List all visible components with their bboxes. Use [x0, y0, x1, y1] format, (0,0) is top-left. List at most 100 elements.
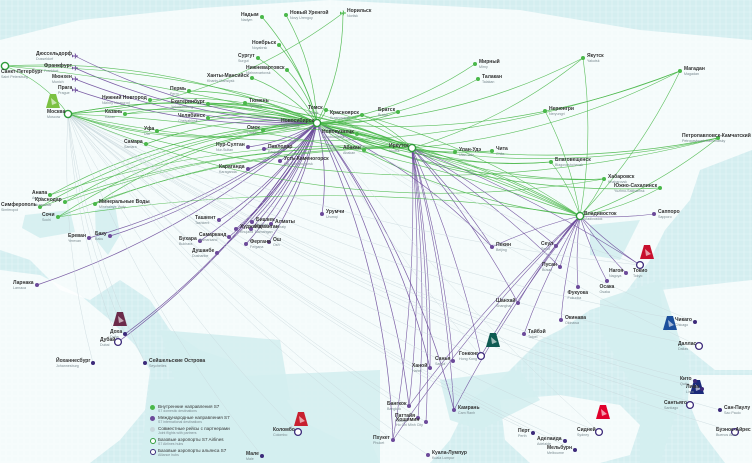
city-marker-kamran[interactable] [452, 408, 456, 412]
city-marker-tashkent[interactable] [217, 218, 221, 222]
city-marker-adelaide[interactable] [563, 439, 567, 443]
city-marker-chelyabinsk[interactable] [206, 116, 210, 120]
city-marker-vladivostok[interactable] [575, 211, 585, 221]
plane-icon[interactable] [340, 10, 346, 16]
city-marker-novosibirsk[interactable] [312, 118, 322, 128]
city-marker-seoul[interactable] [554, 244, 558, 248]
city-marker-nnovgorod[interactable] [148, 98, 152, 102]
plane-icon[interactable] [72, 53, 78, 59]
city-marker-pattaya[interactable] [416, 416, 420, 420]
city-marker-larnaca[interactable] [35, 283, 39, 287]
city-marker-osh[interactable] [267, 240, 271, 244]
plane-icon[interactable] [72, 65, 78, 71]
city-marker-khabarovsk[interactable] [602, 177, 606, 181]
city-marker-stpete[interactable] [0, 61, 10, 71]
city-marker-melbourne[interactable] [573, 448, 577, 452]
city-marker-buenosaires[interactable] [730, 427, 740, 437]
city-marker-saopaulo[interactable] [718, 408, 722, 412]
city-marker-tokyo[interactable] [635, 260, 645, 270]
city-marker-yokjakarta[interactable] [91, 361, 95, 365]
city-marker-quito[interactable] [693, 379, 697, 383]
city-marker-nadym[interactable] [260, 15, 264, 19]
city-marker-abakan[interactable] [362, 148, 366, 152]
city-marker-ustkam[interactable] [278, 159, 282, 163]
city-marker-chita[interactable] [490, 149, 494, 153]
city-marker-minvody[interactable] [93, 202, 97, 206]
city-marker-osaka[interactable] [605, 279, 609, 283]
city-marker-santiago[interactable] [685, 400, 695, 410]
city-marker-noyabrsk[interactable] [277, 43, 281, 47]
city-marker-chicago[interactable] [693, 320, 697, 324]
city-marker-anapa[interactable] [48, 193, 52, 197]
city-marker-simferopol[interactable] [38, 205, 42, 209]
city-marker-irkutsk[interactable] [407, 143, 417, 153]
city-marker-lima[interactable] [700, 387, 704, 391]
city-marker-khujand[interactable] [234, 227, 238, 231]
city-marker-kl[interactable] [426, 453, 430, 457]
city-marker-krasnodar[interactable] [63, 200, 67, 204]
city-marker-dushanbe[interactable] [215, 251, 219, 255]
city-marker-yerevan[interactable] [87, 236, 91, 240]
city-marker-bukhara[interactable] [198, 239, 202, 243]
city-marker-busan[interactable] [558, 265, 562, 269]
city-marker-sapporo[interactable] [652, 212, 656, 216]
city-marker-hcm[interactable] [424, 420, 428, 424]
city-marker-sydney[interactable] [594, 427, 604, 437]
city-marker-petropavlovsk[interactable] [716, 136, 720, 140]
city-marker-almaty[interactable] [269, 222, 273, 226]
city-marker-hanty[interactable] [250, 76, 254, 80]
city-marker-nursultan[interactable] [246, 145, 250, 149]
city-marker-doha[interactable] [123, 332, 127, 336]
city-marker-moscow[interactable] [63, 109, 73, 119]
city-marker-omsk[interactable] [261, 128, 265, 132]
city-marker-tyumen[interactable] [243, 101, 247, 105]
